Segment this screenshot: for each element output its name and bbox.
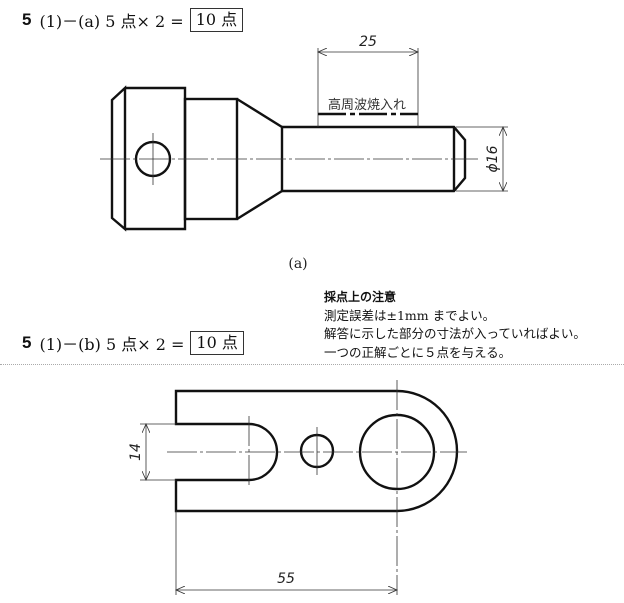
scoring-text: (1)－(b) 5 点× 2 = [39, 335, 185, 354]
drawing-a-shaft [100, 85, 478, 232]
dimension-diameter: ϕ16 [456, 127, 508, 191]
note-line: 解答に示した部分の寸法が入っていればよい。 [324, 326, 586, 341]
dim-slot-label: 14 [128, 443, 144, 461]
cone-outline [236, 97, 283, 221]
drawing-b-plate [167, 380, 467, 595]
section-a-header: 5 (1)－(a) 5 点× 2 = 10 点 [22, 8, 244, 32]
dimension-55: 55 [176, 511, 397, 595]
figure-caption: (a) [288, 256, 307, 272]
question-number: 5 [22, 10, 32, 29]
score-box: 10 点 [189, 8, 244, 32]
note-line: 一つの正解ごとに５点を与える。 [324, 344, 512, 360]
score-box: 10 点 [190, 331, 244, 355]
section-divider [0, 364, 624, 365]
flange-outline [110, 85, 187, 232]
hardening-callout: 高周波焼入れ [318, 97, 418, 116]
dim-length-label: 55 [277, 571, 295, 587]
plate-outline [174, 389, 459, 513]
grading-notes: 採点上の注意 測定誤差は±1mm までよい。 解答に示した部分の寸法が入っていれ… [324, 288, 586, 362]
treatment-label: 高周波焼入れ [328, 97, 406, 113]
question-number: 5 [22, 333, 32, 352]
dimension-14: 14 [128, 424, 176, 480]
section-b-header: 5 (1)－(b) 5 点× 2 = 10 点 [22, 331, 244, 355]
notes-title: 採点上の注意 [324, 290, 397, 304]
scoring-text: (1)－(a) 5 点× 2 = [39, 12, 184, 31]
dim-diameter-label: ϕ16 [485, 145, 501, 172]
note-line: 測定誤差は±1mm までよい。 [324, 307, 496, 323]
dim-length-label: 25 [359, 34, 377, 50]
